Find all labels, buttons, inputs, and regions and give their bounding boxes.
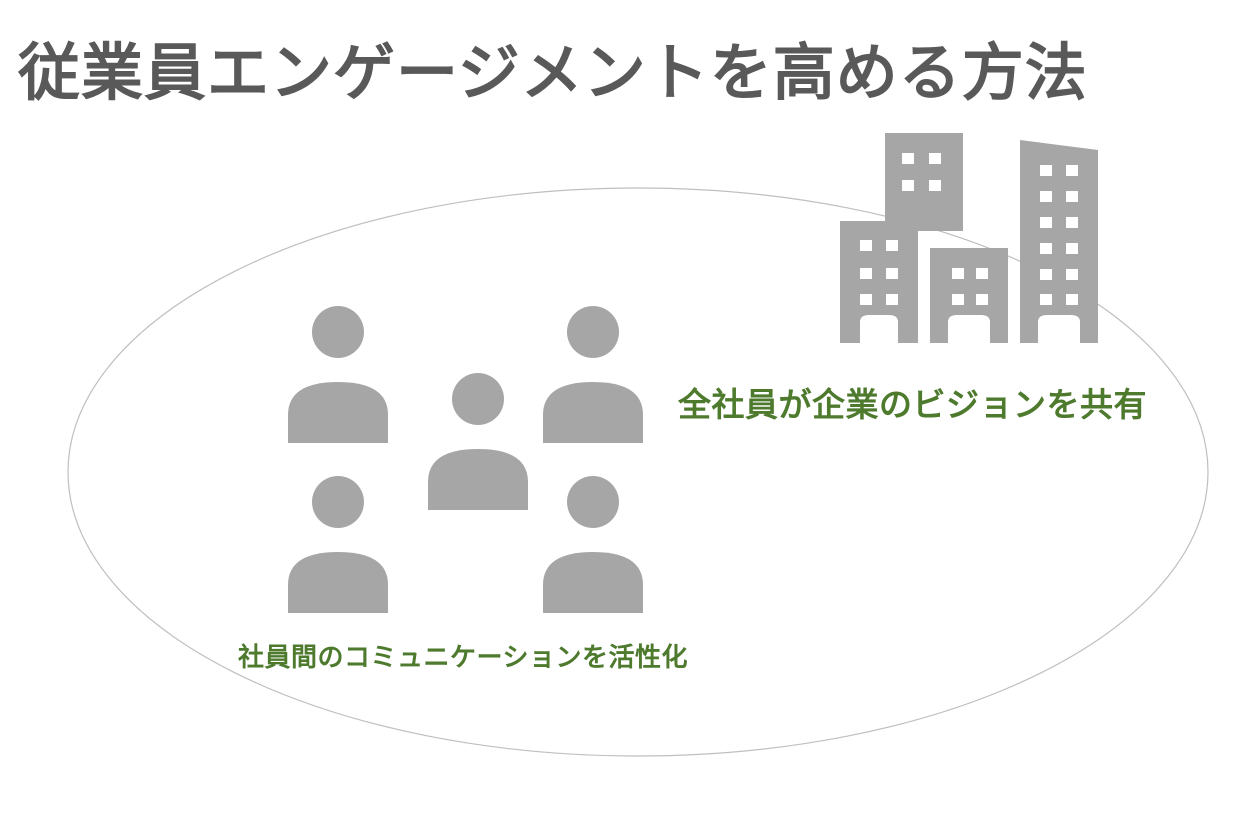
building-windows	[860, 153, 1078, 305]
page-title: 従業員エンゲージメントを高める方法	[18, 36, 1088, 109]
communication-label: 社員間のコミュニケーションを活性化	[238, 643, 688, 673]
person-icon	[288, 476, 388, 613]
person-icon	[543, 476, 643, 613]
person-icon	[288, 306, 388, 443]
person-icon	[543, 306, 643, 443]
vision-label: 全社員が企業のビジョンを共有	[678, 385, 1147, 424]
person-icon	[428, 373, 528, 510]
office-buildings-icon	[840, 133, 1098, 343]
scope-ellipse	[67, 187, 1209, 757]
